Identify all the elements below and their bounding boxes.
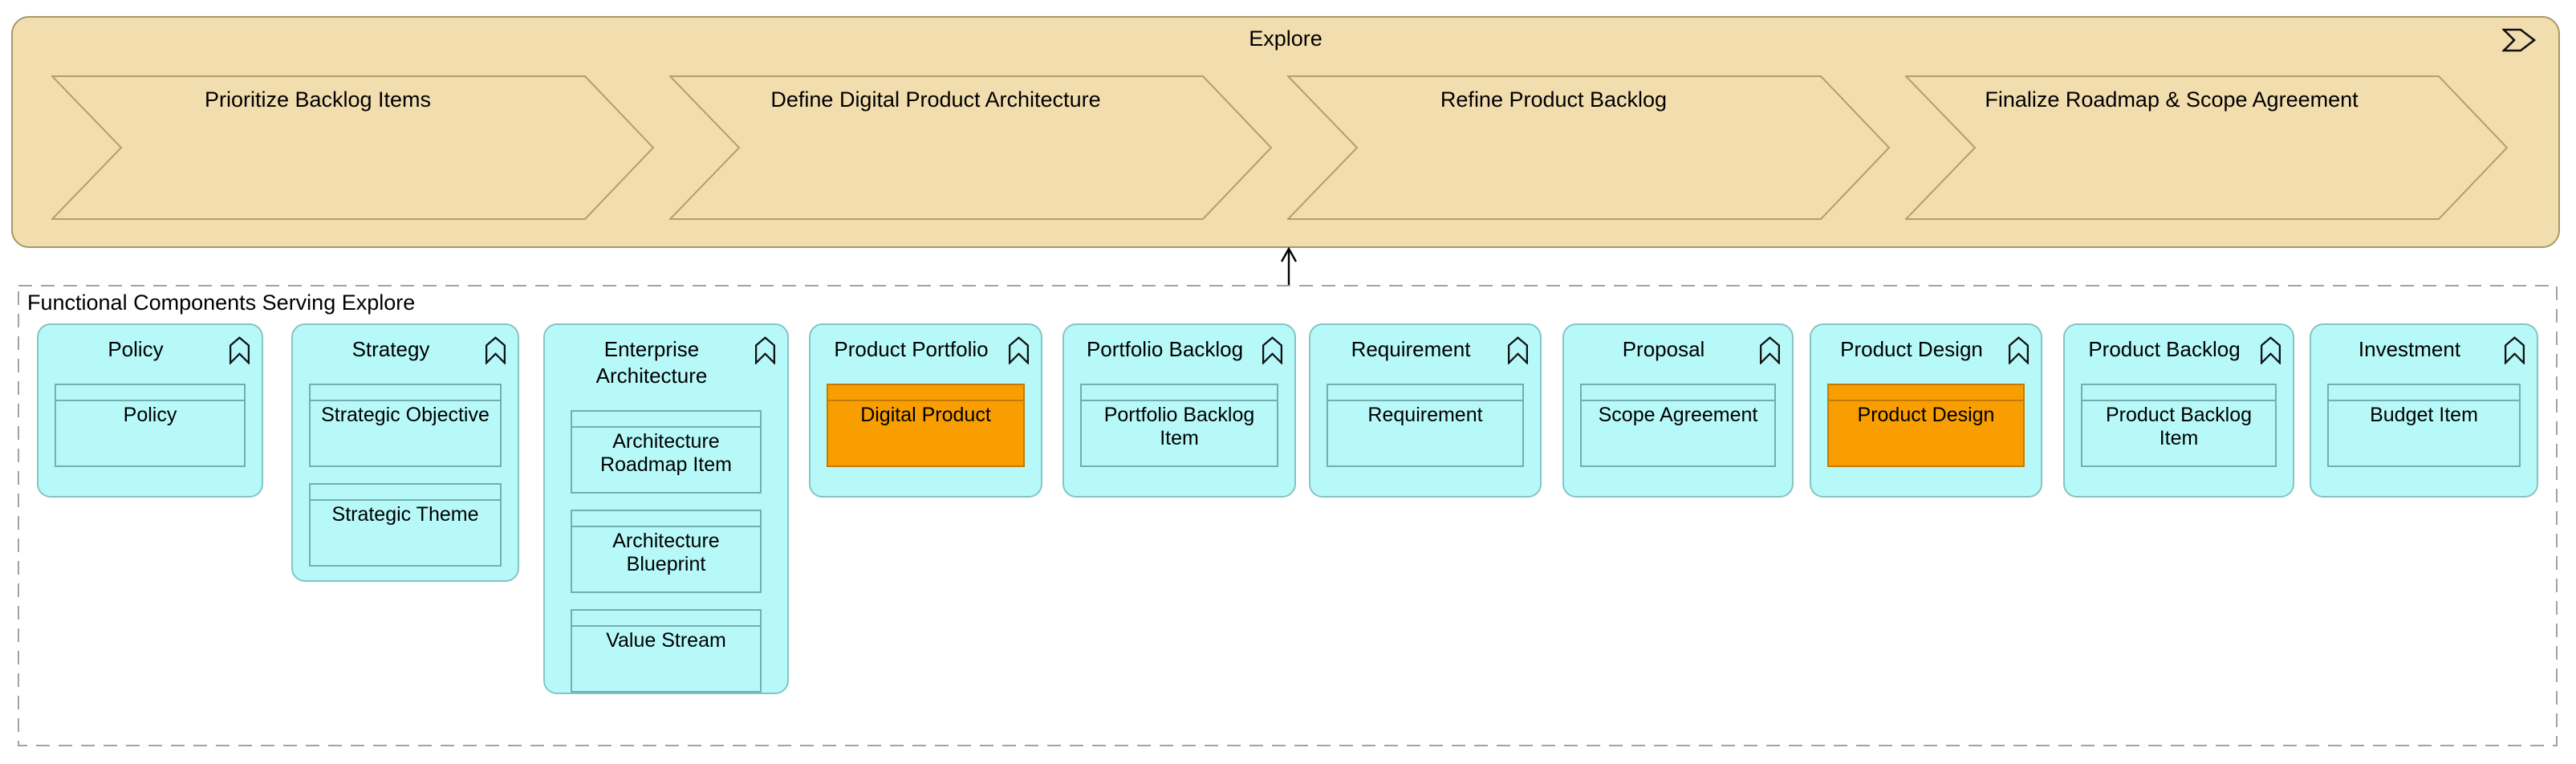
- process-chevron-icon: [2502, 28, 2536, 52]
- process-step-label: Refine Product Backlog: [1440, 87, 1668, 112]
- component-title: Enterprise Architecture: [595, 337, 708, 388]
- data-object-value-stream[interactable]: Value Stream: [571, 609, 762, 693]
- data-object-header: [572, 611, 760, 627]
- component-title: Product Portfolio: [834, 337, 989, 361]
- component-title: Proposal: [1622, 337, 1705, 361]
- data-object-label: Architecture Roadmap Item: [600, 430, 732, 476]
- function-icon: [485, 336, 506, 364]
- data-object-header: [572, 412, 760, 428]
- process-step-label: Define Digital Product Architecture: [770, 87, 1101, 112]
- component-enterprise-architecture[interactable]: Enterprise Architecture Architecture Roa…: [543, 323, 789, 694]
- data-object-header: [1328, 385, 1522, 401]
- data-object-product-backlog-item[interactable]: Product Backlog Item: [2081, 384, 2277, 467]
- data-object-policy[interactable]: Policy: [55, 384, 246, 467]
- data-object-label: Scope Agreement: [1598, 404, 1758, 426]
- data-object-header: [311, 485, 500, 501]
- function-icon: [2260, 336, 2281, 364]
- data-object-header: [1582, 385, 1774, 401]
- functional-components-group[interactable]: Functional Components Serving Explore Po…: [18, 285, 2558, 746]
- function-icon: [2504, 336, 2525, 364]
- group-dashed-border: [18, 285, 2558, 746]
- data-object-architecture-roadmap-item[interactable]: Architecture Roadmap Item: [571, 410, 762, 494]
- group-label: Functional Components Serving Explore: [27, 291, 416, 315]
- component-policy[interactable]: Policy Policy: [37, 323, 263, 498]
- data-object-strategic-objective[interactable]: Strategic Objective: [309, 384, 502, 467]
- function-icon: [754, 336, 776, 364]
- data-object-architecture-blueprint[interactable]: Architecture Blueprint: [571, 510, 762, 593]
- data-object-header: [1829, 385, 2023, 401]
- data-object-label: Policy: [123, 404, 177, 426]
- data-object-label: Budget Item: [2370, 404, 2478, 426]
- component-title: Investment: [2358, 337, 2461, 361]
- component-product-backlog[interactable]: Product Backlog Product Backlog Item: [2063, 323, 2294, 498]
- process-step-define-digital-product-architecture[interactable]: Define Digital Product Architecture: [669, 75, 1272, 220]
- component-title: Policy: [108, 337, 164, 361]
- component-title: Requirement: [1351, 337, 1471, 361]
- component-requirement[interactable]: Requirement Requirement: [1309, 323, 1542, 498]
- data-object-label: Strategic Theme: [331, 503, 479, 526]
- data-object-digital-product[interactable]: Digital Product: [827, 384, 1025, 467]
- data-object-header: [311, 385, 500, 401]
- function-icon: [1759, 336, 1781, 364]
- data-object-product-design[interactable]: Product Design: [1827, 384, 2025, 467]
- process-step-refine-product-backlog[interactable]: Refine Product Backlog: [1287, 75, 1890, 220]
- component-strategy[interactable]: Strategy Strategic Objective Strategic T…: [291, 323, 519, 582]
- data-object-header: [2082, 385, 2275, 401]
- function-icon: [229, 336, 250, 364]
- component-title: Strategy: [351, 337, 430, 361]
- data-object-label: Product Backlog Item: [2105, 404, 2253, 449]
- data-object-requirement[interactable]: Requirement: [1327, 384, 1524, 467]
- data-object-budget-item[interactable]: Budget Item: [2327, 384, 2521, 467]
- data-object-header: [572, 511, 760, 527]
- component-proposal[interactable]: Proposal Scope Agreement: [1562, 323, 1794, 498]
- component-product-design[interactable]: Product Design Product Design: [1810, 323, 2042, 498]
- component-title: Product Design: [1840, 337, 1983, 361]
- data-object-label: Strategic Objective: [321, 404, 490, 426]
- component-portfolio-backlog[interactable]: Portfolio Backlog Portfolio Backlog Item: [1062, 323, 1296, 498]
- component-title: Portfolio Backlog: [1086, 337, 1244, 361]
- data-object-label: Architecture Blueprint: [612, 530, 720, 575]
- data-object-portfolio-backlog-item[interactable]: Portfolio Backlog Item: [1080, 384, 1278, 467]
- data-object-label: Digital Product: [860, 404, 991, 426]
- data-object-scope-agreement[interactable]: Scope Agreement: [1580, 384, 1776, 467]
- function-icon: [2008, 336, 2030, 364]
- data-object-label: Product Design: [1857, 404, 1995, 426]
- data-object-header: [2329, 385, 2519, 401]
- data-object-label: Value Stream: [606, 629, 726, 652]
- process-step-label: Finalize Roadmap & Scope Agreement: [1985, 87, 2359, 112]
- data-object-label: Requirement: [1367, 404, 1483, 426]
- explore-process-band[interactable]: Explore Prioritize Backlog Items Define …: [11, 16, 2560, 248]
- serving-relationship-arrow[interactable]: [1274, 246, 1303, 288]
- component-product-portfolio[interactable]: Product Portfolio Digital Product: [809, 323, 1042, 498]
- process-step-finalize-roadmap-scope-agreement[interactable]: Finalize Roadmap & Scope Agreement: [1905, 75, 2508, 220]
- function-icon: [1008, 336, 1030, 364]
- data-object-header: [56, 385, 244, 401]
- data-object-strategic-theme[interactable]: Strategic Theme: [309, 483, 502, 567]
- data-object-label: Portfolio Backlog Item: [1103, 404, 1255, 449]
- explore-band-title: Explore: [1249, 26, 1323, 51]
- data-object-header: [1082, 385, 1277, 401]
- component-title: Product Backlog: [2088, 337, 2241, 361]
- function-icon: [1262, 336, 1283, 364]
- function-icon: [1507, 336, 1529, 364]
- component-investment[interactable]: Investment Budget Item: [2310, 323, 2538, 498]
- process-step-prioritize-backlog-items[interactable]: Prioritize Backlog Items: [51, 75, 654, 220]
- process-step-label: Prioritize Backlog Items: [204, 87, 432, 112]
- data-object-header: [828, 385, 1023, 401]
